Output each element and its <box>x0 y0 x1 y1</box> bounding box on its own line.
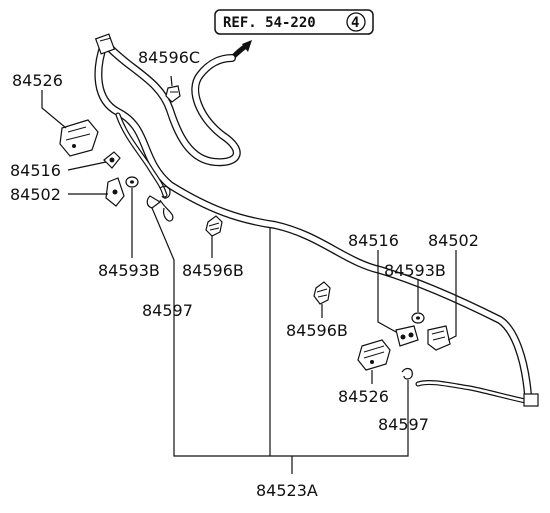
left-small-tube <box>115 112 168 198</box>
part-84596C-clip[interactable] <box>165 85 181 103</box>
label-84596C[interactable]: 84596C <box>138 48 200 67</box>
label-84597-left[interactable]: 84597 <box>142 301 193 320</box>
part-84593B-right-nut[interactable] <box>411 312 425 324</box>
part-84597-right-clamp[interactable] <box>401 367 413 380</box>
right-small-tube <box>415 380 539 407</box>
tube-end-fitting <box>523 393 539 407</box>
leader-lines <box>41 75 457 474</box>
part-84502-left-clip[interactable] <box>105 177 125 207</box>
part-84526-left-bracket[interactable] <box>59 119 99 157</box>
part-84526-right-bracket[interactable] <box>357 339 391 371</box>
label-84502-right[interactable]: 84502 <box>428 231 479 250</box>
reference-text: REF. 54-220 <box>223 15 316 31</box>
part-84516-right-grommet[interactable] <box>395 325 419 347</box>
part-84596B-right-clip[interactable] <box>313 281 331 305</box>
label-84597-right[interactable]: 84597 <box>378 415 429 434</box>
label-84502-left[interactable]: 84502 <box>10 185 61 204</box>
label-84523A[interactable]: 84523A <box>256 481 318 500</box>
label-84596B-right[interactable]: 84596B <box>286 321 348 340</box>
main-hose <box>94 40 532 399</box>
label-84526-right[interactable]: 84526 <box>338 387 389 406</box>
label-84516-right[interactable]: 84516 <box>348 231 399 250</box>
label-84593B-left[interactable]: 84593B <box>98 261 160 280</box>
label-84596B-left[interactable]: 84596B <box>182 261 244 280</box>
hose-end-fitting <box>94 33 116 55</box>
part-84593B-left-nut[interactable] <box>125 176 139 188</box>
part-84597-left-clamp[interactable] <box>146 185 171 209</box>
label-84526-left[interactable]: 84526 <box>12 71 63 90</box>
part-84596B-left-clip[interactable] <box>205 215 223 237</box>
upper-hose <box>104 42 241 167</box>
label-84516-left[interactable]: 84516 <box>10 161 61 180</box>
reference-badge: 4 <box>351 15 359 31</box>
part-84516-left-grommet[interactable] <box>103 151 121 169</box>
reference-arrow-icon <box>229 40 252 61</box>
part-84502-right-bracket[interactable] <box>427 325 451 351</box>
reference-badge-circle <box>346 12 366 32</box>
part-tube-bend-fitting <box>159 199 174 222</box>
label-84593B-right[interactable]: 84593B <box>384 261 446 280</box>
reference-callout[interactable]: REF. 54-220 4 <box>214 9 374 35</box>
